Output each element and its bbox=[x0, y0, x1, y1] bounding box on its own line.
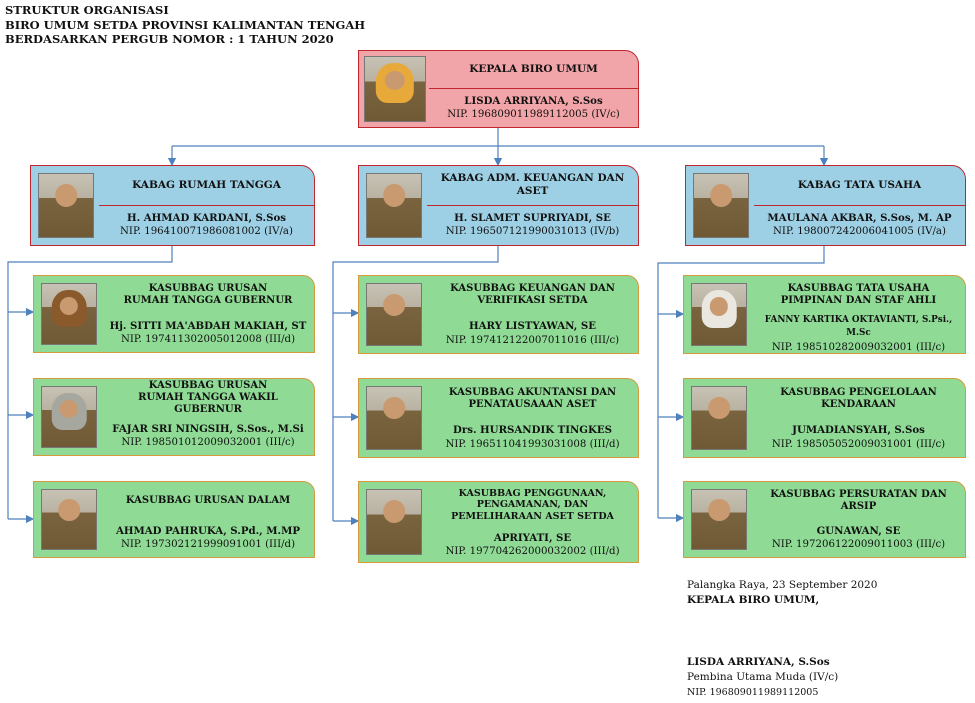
subbag-box-7: KASUBBAG TATA USAHA PIMPINAN DAN STAF AH… bbox=[683, 275, 966, 354]
subbag-photo-4 bbox=[366, 283, 422, 346]
signer-rank: Pembina Utama Muda (IV/c) bbox=[687, 671, 839, 683]
subbag-nip-2: NIP. 198501012009032001 (III/c) bbox=[121, 437, 295, 448]
subbag-title-6: KASUBBAG PENGGUNAAN, PENGAMANAN, DAN PEM… bbox=[451, 487, 614, 522]
subbag-name-6: APRIYATI, SE bbox=[493, 531, 572, 544]
connector-kabag-1-branch bbox=[7, 246, 173, 519]
subbag-photo-6 bbox=[366, 489, 422, 555]
subbag-nip-4: NIP. 197412122007011016 (III/c) bbox=[445, 334, 620, 346]
kabag-photo-1 bbox=[38, 173, 94, 238]
subbag-title-8: KASUBBAG PENGELOLAAN KENDARAAN bbox=[780, 386, 937, 410]
subbag-photo-2 bbox=[41, 386, 97, 448]
head-photo bbox=[364, 56, 426, 122]
subbag-photo-7 bbox=[691, 283, 747, 346]
kabag-box-3: KABAG TATA USAHA MAULANA AKBAR, S.Sos, M… bbox=[685, 165, 966, 246]
connector-kabag-3-branch bbox=[657, 246, 825, 518]
kabag-title-1: KABAG RUMAH TANGGA bbox=[99, 166, 314, 206]
subbag-nip-1: NIP. 197411302005012008 (III/d) bbox=[120, 334, 296, 345]
subbag-photo-9 bbox=[691, 489, 747, 550]
subbag-name-7: FANNY KARTIKA OKTAVIANTI, S.Psi., M.Sc bbox=[764, 314, 953, 339]
kabag-box-1: KABAG RUMAH TANGGA H. AHMAD KARDANI, S.S… bbox=[30, 165, 315, 246]
subbag-title-5: KASUBBAG AKUNTANSI DAN PENATAUSAAAN ASET bbox=[448, 386, 617, 410]
subbag-box-2: KASUBBAG URUSAN RUMAH TANGGA WAKIL GUBER… bbox=[33, 378, 315, 456]
head-title: KEPALA BIRO UMUM bbox=[429, 51, 638, 89]
subbag-title-9: KASUBBAG PERSURATAN DAN ARSIP bbox=[770, 488, 947, 512]
subbag-title-3: KASUBBAG URUSAN DALAM bbox=[125, 494, 291, 506]
subbag-box-3: KASUBBAG URUSAN DALAM AHMAD PAHRUKA, S.P… bbox=[33, 481, 315, 558]
header-line-1: STRUKTUR ORGANISASI bbox=[5, 3, 169, 17]
head-box: KEPALA BIRO UMUM LISDA ARRIYANA, S.Sos N… bbox=[358, 50, 639, 128]
subbag-nip-6: NIP. 197704262000032002 (III/d) bbox=[445, 546, 620, 558]
subbag-nip-5: NIP. 196511041993031008 (III/d) bbox=[445, 438, 620, 450]
header-line-3: BERDASARKAN PERGUB NOMOR : 1 TAHUN 2020 bbox=[5, 32, 334, 46]
subbag-name-3: AHMAD PAHRUKA, S.Pd., M.MP bbox=[115, 524, 301, 537]
kabag-box-2: KABAG ADM. KEUANGAN DAN ASET H. SLAMET S… bbox=[358, 165, 639, 246]
kabag-title-2: KABAG ADM. KEUANGAN DAN ASET bbox=[427, 166, 638, 206]
subbag-name-5: Drs. HURSANDIK TINGKES bbox=[453, 424, 612, 436]
kabag-name-2: H. SLAMET SUPRIYADI, SE bbox=[454, 211, 611, 224]
subbag-photo-5 bbox=[366, 386, 422, 450]
connector-kabag-2-branch bbox=[332, 246, 499, 521]
subbag-box-6: KASUBBAG PENGGUNAAN, PENGAMANAN, DAN PEM… bbox=[358, 481, 639, 563]
subbag-nip-3: NIP. 197302121999091001 (III/d) bbox=[120, 539, 296, 551]
place-date: Palangka Raya, 23 September 2020 bbox=[687, 579, 878, 591]
head-name: LISDA ARRIYANA, S.Sos bbox=[464, 94, 603, 107]
subbag-nip-7: NIP. 198510282009032001 (III/c) bbox=[771, 341, 946, 353]
signer-position: KEPALA BIRO UMUM, bbox=[687, 594, 820, 606]
kabag-photo-3 bbox=[693, 173, 749, 238]
subbag-nip-9: NIP. 197206122009011003 (III/c) bbox=[771, 539, 946, 551]
subbag-title-2: KASUBBAG URUSAN RUMAH TANGGA WAKIL GUBER… bbox=[138, 380, 278, 415]
signer-name: LISDA ARRIYANA, S.Sos bbox=[687, 656, 830, 668]
kabag-name-3: MAULANA AKBAR, S.Sos, M. AP bbox=[767, 211, 952, 224]
kabag-name-1: H. AHMAD KARDANI, S.Sos bbox=[127, 211, 286, 224]
subbag-box-9: KASUBBAG PERSURATAN DAN ARSIP GUNAWAN, S… bbox=[683, 481, 966, 558]
subbag-photo-8 bbox=[691, 386, 747, 450]
signer-nip: NIP. 196809011989112005 bbox=[687, 687, 819, 698]
subbag-photo-3 bbox=[41, 489, 97, 550]
header-line-2: BIRO UMUM SETDA PROVINSI KALIMANTAN TENG… bbox=[5, 17, 366, 32]
subbag-box-4: KASUBBAG KEUANGAN DAN VERIFIKASI SETDA H… bbox=[358, 275, 639, 354]
head-nip: NIP. 196809011989112005 (IV/c) bbox=[447, 109, 620, 120]
subbag-nip-8: NIP. 198505052009031001 (III/c) bbox=[771, 438, 946, 450]
kabag-photo-2 bbox=[366, 173, 422, 238]
kabag-nip-1: NIP. 196410071986081002 (IV/a) bbox=[120, 226, 293, 238]
subbag-name-2: FAJAR SRI NINGSIH, S.Sos., M.Si bbox=[112, 422, 304, 435]
subbag-box-1: KASUBBAG URUSAN RUMAH TANGGA GUBERNUR Hj… bbox=[33, 275, 315, 353]
subbag-title-4: KASUBBAG KEUANGAN DAN VERIFIKASI SETDA bbox=[450, 283, 615, 307]
subbag-box-5: KASUBBAG AKUNTANSI DAN PENATAUSAAAN ASET… bbox=[358, 378, 639, 458]
subbag-name-9: GUNAWAN, SE bbox=[816, 524, 901, 537]
subbag-title-1: KASUBBAG URUSAN RUMAH TANGGA GUBERNUR bbox=[123, 283, 293, 306]
subbag-name-8: JUMADIANSYAH, S.Sos bbox=[792, 424, 925, 436]
subbag-title-7: KASUBBAG TATA USAHA PIMPINAN DAN STAF AH… bbox=[780, 283, 937, 307]
subbag-photo-1 bbox=[41, 283, 97, 345]
subbag-box-8: KASUBBAG PENGELOLAAN KENDARAAN JUMADIANS… bbox=[683, 378, 966, 458]
subbag-name-1: Hj. SITTI MA'ABDAH MAKIAH, ST bbox=[109, 319, 307, 332]
document-header: STRUKTUR ORGANISASI BIRO UMUM SETDA PROV… bbox=[5, 3, 365, 47]
kabag-nip-2: NIP. 196507121990031013 (IV/b) bbox=[445, 226, 620, 238]
signature-block: Palangka Raya, 23 September 2020 KEPALA … bbox=[687, 578, 877, 700]
kabag-title-3: KABAG TATA USAHA bbox=[754, 166, 965, 206]
subbag-name-4: HARY LISTYAWAN, SE bbox=[469, 320, 596, 333]
kabag-nip-3: NIP. 198007242006041005 (IV/a) bbox=[773, 226, 946, 238]
